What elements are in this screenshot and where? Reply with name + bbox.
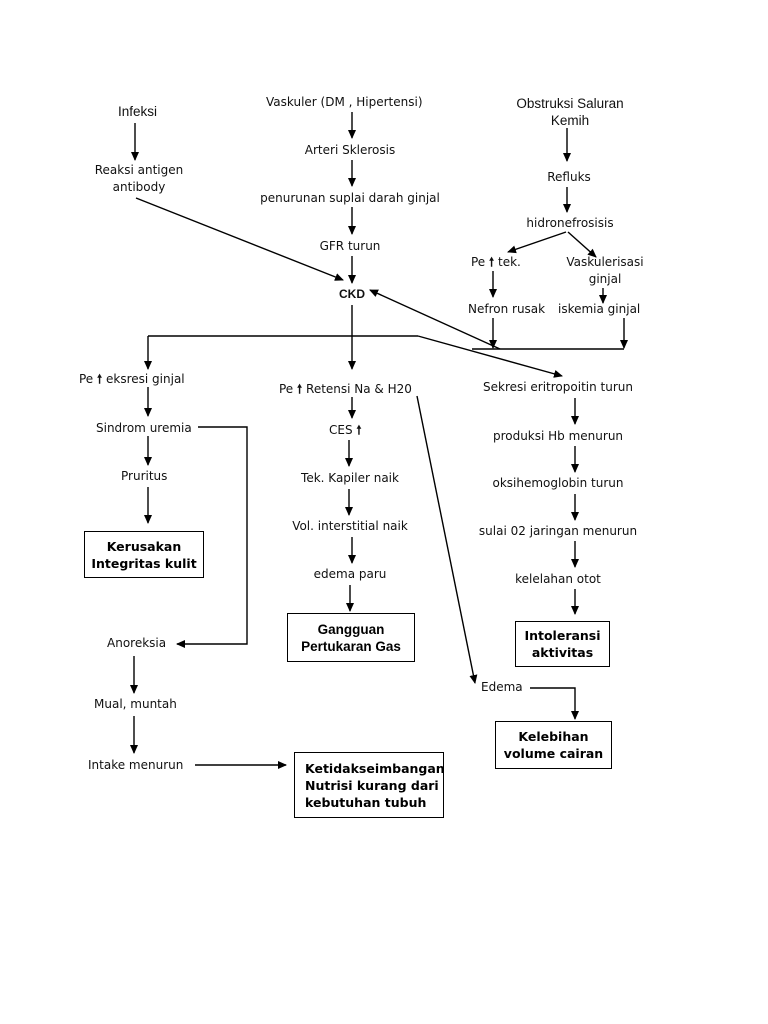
node-pe-ekskresi: Pe 🠕 eksresi ginjal	[79, 371, 185, 388]
box-kerusakan-integritas-kulit: Kerusakan Integritas kulit	[84, 531, 204, 578]
node-nefron-rusak: Nefron rusak	[468, 302, 546, 316]
node-penurunan-suplai: penurunan suplai darah ginjal	[260, 191, 440, 205]
node-vaskuler: Vaskuler (DM , Hipertensi)	[266, 95, 423, 109]
pe-tek-prefix: Pe	[471, 255, 486, 269]
node-ckd: CKD	[339, 287, 365, 301]
arrow-hidro-petek	[507, 231, 567, 254]
arrow-reaksi-ckd	[135, 197, 344, 281]
node-edema-paru: edema paru	[313, 567, 387, 581]
node-pe-retensi: Pe 🠕 Retensi Na & H20	[279, 381, 412, 398]
node-reaksi-antigen-line1: Reaksi antigen	[94, 163, 184, 177]
node-hidronefrosisis: hidronefrosisis	[526, 216, 614, 230]
pe-retensi-prefix: Pe	[279, 382, 294, 396]
node-tek-kapiler: Tek. Kapiler naik	[301, 471, 399, 485]
node-reaksi-antigen: Reaksi antigen antibody	[95, 162, 184, 196]
node-vaskulerisasi-line1: Vaskulerisasi	[566, 255, 644, 269]
up-arrow-icon: 🠕	[297, 382, 303, 396]
node-reaksi-antigen-line2: antibody	[112, 180, 166, 194]
box-kelebihan-volume-cairan: Kelebihan volume cairan	[495, 721, 612, 769]
node-sindrom-uremia: Sindrom uremia	[96, 421, 192, 435]
box-intoleransi-aktivitas: Intoleransi aktivitas	[515, 621, 610, 667]
box-ketidakseimbangan-nutrisi: Ketidakseimbangan Nutrisi kurang dari ke…	[294, 752, 445, 818]
arrow-obstruksi-ckd	[369, 289, 501, 350]
node-vaskulerisasi: Vaskulerisasi ginjal	[566, 254, 643, 288]
box-gangguan-pertukaran-gas: Gangguan Pertukaran Gas	[287, 613, 415, 662]
node-produksi-hb: produksi Hb menurun	[492, 429, 624, 443]
node-kelelahan-otot: kelelahan otot	[515, 572, 601, 586]
arrow-branch-sekresi	[417, 335, 563, 378]
node-refluks: Refluks	[547, 170, 591, 184]
node-infeksi: Infeksi	[118, 104, 158, 119]
up-arrow-icon: 🠕	[97, 372, 103, 386]
node-gfr-turun: GFR turun	[319, 239, 381, 253]
node-oksihemoglobin: oksihemoglobin turun	[492, 476, 624, 490]
node-sulai-o2: sulai 02 jaringan menurun	[478, 524, 638, 538]
arrow-edema-kelebihan	[530, 687, 579, 720]
up-arrow-icon: 🠕	[489, 255, 495, 269]
node-ces: CES 🠕	[329, 422, 362, 439]
node-obstruksi-line1: Obstruksi Saluran	[516, 96, 624, 111]
node-anoreksia: Anoreksia	[107, 636, 167, 650]
node-obstruksi-line2: Kemih	[550, 113, 590, 128]
pe-ekskresi-suffix: eksresi ginjal	[106, 372, 185, 386]
ces-label: CES	[329, 423, 353, 437]
node-intake-menurun: Intake menurun	[88, 758, 184, 772]
arrow-sindrom-anoreksia	[176, 426, 248, 648]
node-edema: Edema	[481, 680, 523, 694]
pe-retensi-suffix: Retensi Na & H20	[306, 382, 412, 396]
node-arteri-sklerosis: Arteri Sklerosis	[304, 143, 396, 157]
pe-ekskresi-prefix: Pe	[79, 372, 94, 386]
node-obstruksi: Obstruksi Saluran Kemih	[516, 95, 623, 129]
node-sekresi-eritropoitin: Sekresi eritropoitin turun	[483, 380, 633, 394]
arrow-retensi-edema	[416, 395, 478, 684]
up-arrow-icon: 🠕	[356, 423, 362, 437]
node-mual-muntah: Mual, muntah	[94, 697, 177, 711]
node-vol-interstitial: Vol. interstitial naik	[292, 519, 408, 533]
pe-tek-suffix: tek.	[498, 255, 521, 269]
node-vaskulerisasi-line2: ginjal	[588, 272, 622, 286]
node-iskemia-ginjal: iskemia ginjal	[558, 302, 641, 316]
arrow-hidro-vaskulerisasi	[567, 231, 597, 258]
node-pruritus: Pruritus	[121, 469, 168, 483]
node-pe-tek: Pe 🠕 tek.	[471, 254, 521, 271]
